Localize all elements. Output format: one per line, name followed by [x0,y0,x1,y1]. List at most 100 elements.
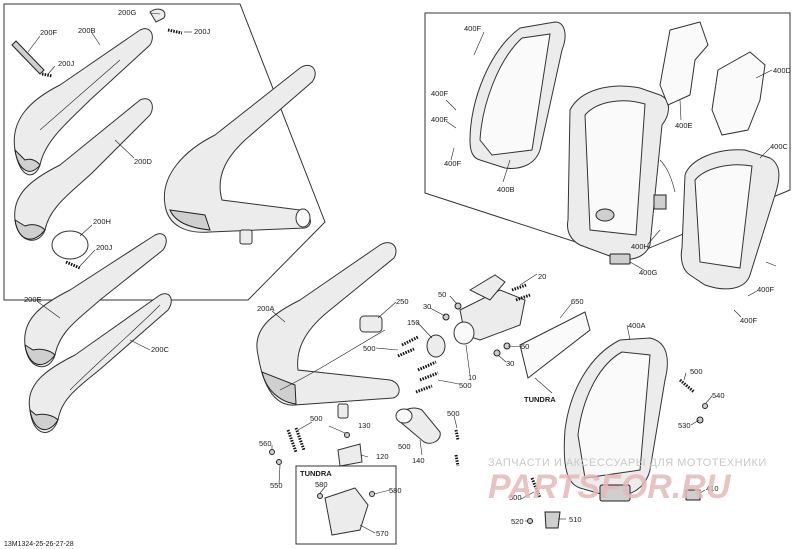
callout-400H: 400H [631,242,649,251]
callout-400B: 400B [497,185,515,194]
bracket-510 [544,511,561,529]
bracket-410 [685,489,701,501]
callout-530: 530 [678,421,691,430]
spring-20-a [511,283,527,292]
bolt-130 [344,432,350,438]
callout-200G: 200G [118,8,137,17]
silencer-400A-main [563,337,668,502]
watermark-brand: PARTSFOR.RU [488,468,732,506]
insulation-400E [659,21,709,106]
spring-500-a [401,335,419,347]
callout-120: 120 [376,452,389,461]
tundra-label-inset: TUNDRA [300,469,332,478]
callout-400F-a: 400F [464,24,482,33]
spring-500-k [679,378,695,394]
spring-200J-low [65,260,81,270]
callout-200J-top: 200J [194,27,211,36]
spring-500-g [294,427,306,451]
callout-labels: 200G 200J 200F 200B 200J 200D 200H 200J … [24,8,792,538]
bolt-580-b [369,491,375,497]
spring-500-c [417,360,437,372]
arrow-to-400C [659,159,676,193]
spring-200J-mid [41,72,53,78]
muffler-200E [24,233,167,368]
callout-200F: 200F [40,28,58,37]
bolt-30-b [493,349,501,357]
callout-400F-b: 400F [431,89,449,98]
pin-200F [11,40,45,75]
callout-500-b: 500 [459,381,472,390]
heat-shield-650 [519,311,591,379]
callout-20: 20 [538,272,546,281]
callout-560: 560 [259,439,272,448]
callout-570: 570 [376,529,389,538]
callout-550: 550 [270,481,283,490]
callout-650: 650 [571,297,584,306]
callout-500-e: 500 [398,442,411,451]
callout-500-a: 500 [363,344,376,353]
leader-lines [27,12,777,534]
diagram-code: 13M1324-25-26-27-28 [4,541,74,548]
fastener-400H [653,194,667,210]
clamp-200G [149,8,166,23]
muffler-200A-main [256,242,400,419]
frame-tundra-inset [295,465,397,545]
ring-200H [51,230,89,260]
coupler-250 [359,315,383,333]
callout-400F-e: 400F [740,316,758,325]
bracket-400G [609,253,631,265]
insulation-400D [711,51,766,136]
muffler-200D [14,98,153,241]
silencer-body-400D [567,85,669,260]
spring-500-h [454,429,460,441]
callout-540: 540 [712,391,725,400]
callout-200H: 200H [93,217,111,226]
callout-400E: 400E [675,121,693,130]
callout-500-g: 500 [509,493,522,502]
callout-500-f: 500 [690,367,703,376]
callout-200J-low: 200J [96,243,113,252]
elbow-140 [395,407,441,444]
callout-580-a: 580 [315,480,328,489]
bracket-120 [337,443,363,467]
callout-250: 250 [396,297,409,306]
callout-520: 520 [511,517,524,526]
callout-400F-d: 400F [757,285,775,294]
bolt-580-a [317,493,323,499]
frame-upper-left [3,3,326,301]
callout-400F-c: 400F [431,115,449,124]
bolt-530 [696,416,704,424]
callout-400F-f: 400F [444,159,462,168]
bolt-540 [702,403,708,409]
bolt-550 [276,459,282,465]
watermark-tagline: ЗАПЧАСТИ И АКСЕССУАРЫ ДЛЯ МОТОТЕХНИКИ [488,457,767,469]
tundra-label-main: TUNDRA [524,395,556,404]
callout-30-a: 30 [423,302,431,311]
gasket-150 [426,334,446,358]
bolt-560 [269,449,275,455]
callout-10: 10 [468,373,476,382]
callout-200A: 200A [257,304,275,313]
bolt-520 [527,518,533,524]
callout-200E: 200E [24,295,42,304]
muffler-200B [13,28,153,176]
callout-130: 130 [358,421,371,430]
spring-500-j [530,477,542,499]
spring-500-i [454,454,460,467]
spring-500-b [397,347,415,358]
muffler-200C [28,293,172,433]
callout-400A: 400A [628,321,646,330]
callout-500-c: 500 [310,414,323,423]
tundra-bracket-570 [324,487,369,536]
callout-400C: 400C [770,142,789,151]
spring-200J-top [167,28,183,35]
spring-500-d [419,371,439,382]
callout-580-b: 580 [389,486,402,495]
callout-30-b: 30 [506,359,514,368]
silencer-cover-400C [680,149,780,290]
manifold-10 [453,274,526,345]
callout-200J-mid: 200J [58,59,75,68]
callout-140: 140 [412,456,425,465]
callout-150: 150 [407,318,420,327]
